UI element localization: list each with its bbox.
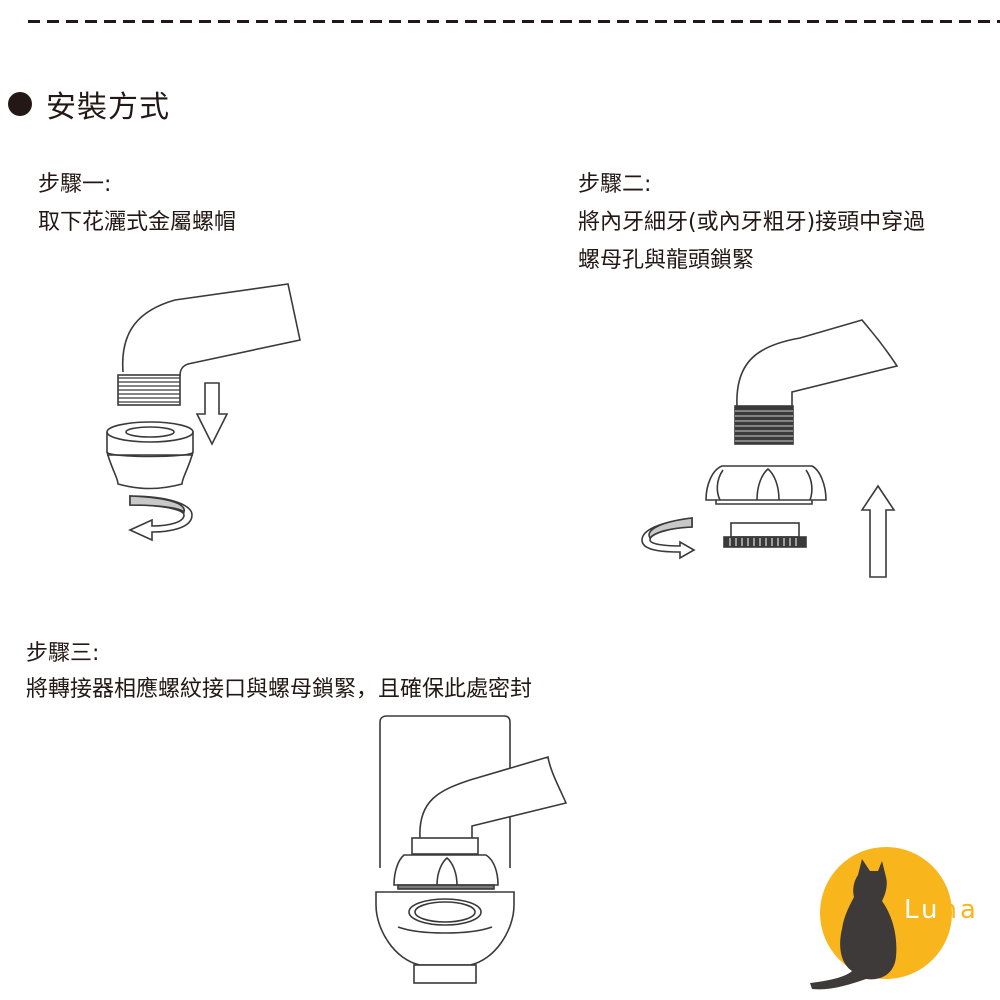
step-2: 步驟二: 將內牙細牙(或內牙粗牙)接頭中穿過 螺母孔與龍頭鎖緊 bbox=[578, 166, 925, 280]
step-3-label: 步驟三: bbox=[26, 641, 100, 666]
step-3-description: 將轉接器相應螺紋接口與螺母鎖緊，且確保此處密封 bbox=[26, 677, 533, 702]
step-2-label: 步驟二: bbox=[578, 172, 652, 197]
section-heading: 安裝方式 bbox=[8, 82, 170, 126]
dashed-divider bbox=[28, 20, 1000, 23]
step-1-description: 取下花灑式金屬螺帽 bbox=[38, 210, 237, 235]
step-1: 步驟一: 取下花灑式金屬螺帽 bbox=[38, 166, 236, 242]
bullet-icon bbox=[8, 92, 32, 116]
cat-silhouette-moon-icon bbox=[810, 847, 952, 990]
logo-text-outside: na bbox=[940, 895, 979, 925]
step-2-description-line-1: 將內牙細牙(或內牙粗牙)接頭中穿過 bbox=[578, 210, 926, 235]
luna-logo bbox=[808, 845, 998, 995]
step-2-description-line-2: 螺母孔與龍頭鎖緊 bbox=[578, 248, 755, 273]
logo-text-inside: Lu bbox=[904, 895, 941, 925]
step-3: 步驟三: 將轉接器相應螺紋接口與螺母鎖緊，且確保此處密封 bbox=[26, 636, 532, 708]
step-1-label: 步驟一: bbox=[38, 172, 112, 197]
logo-text: Luna bbox=[904, 895, 979, 925]
section-title: 安裝方式 bbox=[46, 90, 170, 125]
